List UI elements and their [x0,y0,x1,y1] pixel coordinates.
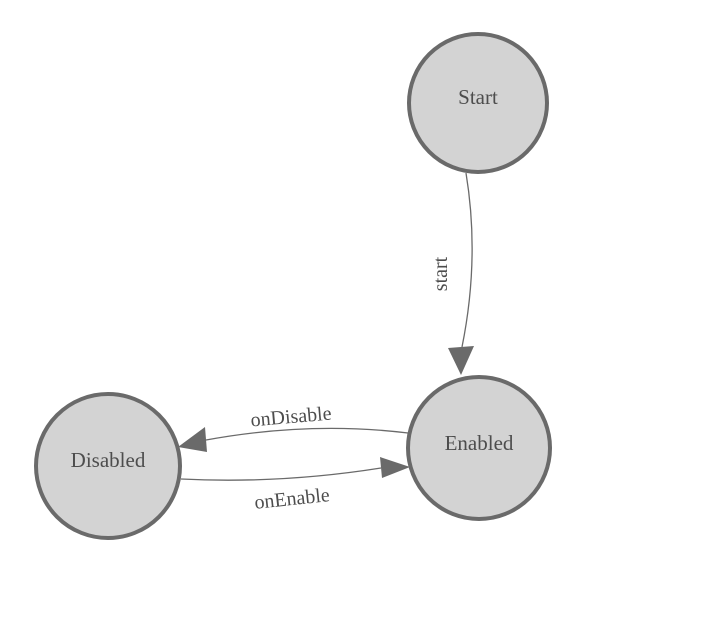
edge-line-onenable [180,467,382,481]
node-enabled-circle [406,375,552,521]
node-disabled: Disabled [34,392,182,540]
node-start-circle [407,32,549,174]
node-enabled-label: Enabled [445,431,514,455]
edge-line-ondisable [205,427,409,441]
arrowhead-into-enabled-top [448,346,474,375]
node-enabled: Enabled [406,375,552,521]
edge-label-start: start [430,256,452,291]
node-start-label: Start [458,85,498,109]
edge-label-onenable: onEnable [253,484,331,514]
node-disabled-label: Disabled [71,448,146,472]
edge-line-start [461,172,473,348]
node-disabled-circle [34,392,182,540]
edge-disabled-to-enabled: onEnable [180,457,410,514]
edge-enabled-to-disabled: onDisable [178,402,409,452]
edge-start-to-enabled: start [430,172,474,375]
arrowhead-into-disabled [178,427,207,452]
edge-label-ondisable: onDisable [250,402,333,431]
node-start: Start [407,32,549,174]
arrowhead-into-enabled-left [380,457,410,478]
